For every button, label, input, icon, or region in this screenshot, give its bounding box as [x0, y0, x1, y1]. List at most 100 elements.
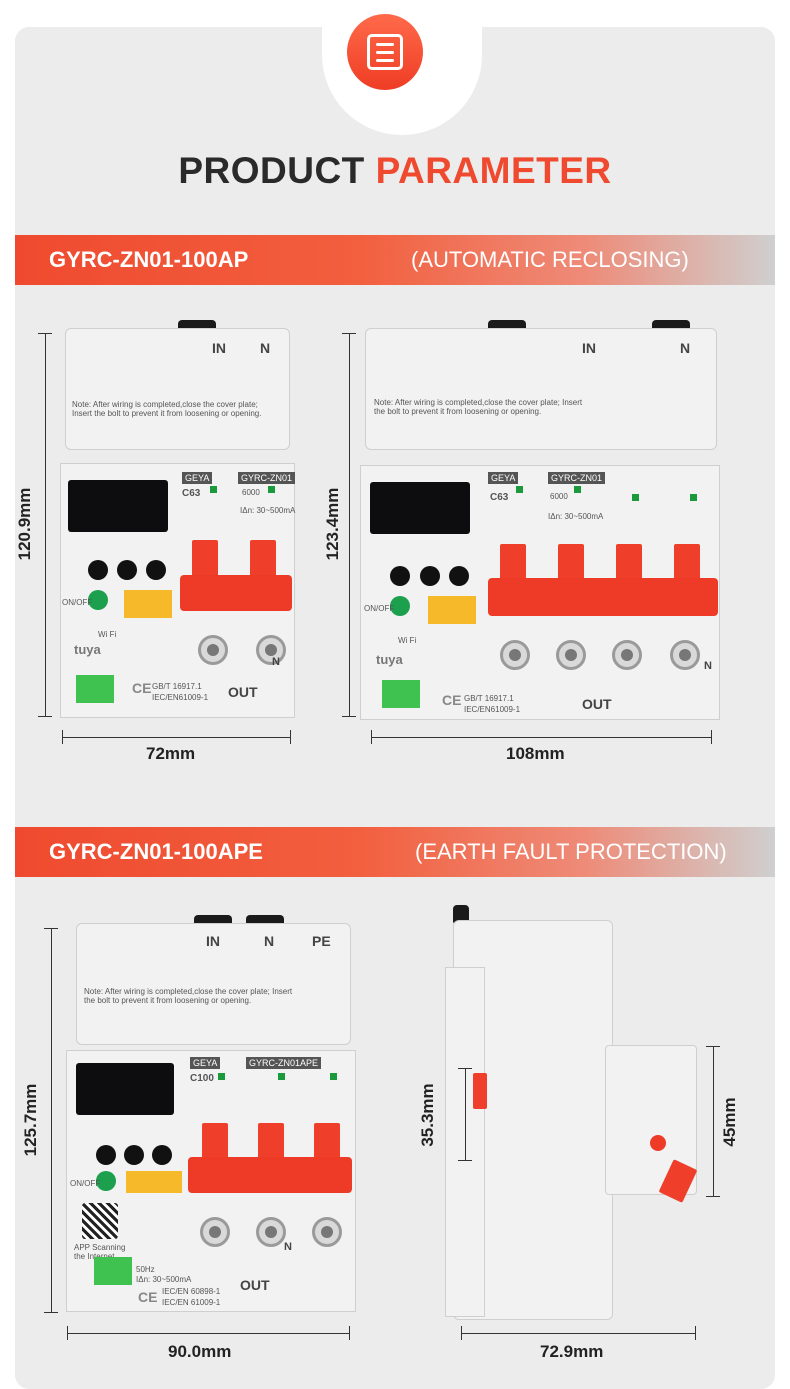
wiring-note: Note: After wiring is completed,close th…	[374, 398, 583, 416]
lcd-screen	[76, 1063, 174, 1115]
in-label: IN	[206, 933, 220, 949]
standard-pe-1: IEC/EN 60898-1	[162, 1287, 221, 1296]
ce-mark: CE	[132, 680, 152, 696]
breaker-toggle[interactable]	[314, 1123, 340, 1163]
up-button[interactable]	[420, 566, 440, 586]
out-label: OUT	[240, 1277, 270, 1293]
breaker-toggle[interactable]	[558, 544, 584, 584]
height-label: 125.7mm	[21, 1083, 40, 1157]
breaker-toggle[interactable]	[192, 540, 218, 580]
out-label: OUT	[582, 696, 612, 712]
dimension-tick	[67, 1326, 68, 1340]
menu-button[interactable]	[96, 1145, 116, 1165]
tuya-logo: tuya	[376, 652, 403, 667]
dimension-tick	[349, 1326, 350, 1340]
wiring-note: Note: After wiring is completed,close th…	[84, 987, 293, 1005]
dimension-tick	[461, 1326, 462, 1340]
tuya-logo: tuya	[74, 642, 101, 657]
menu-button[interactable]	[390, 566, 410, 586]
terminal-screw	[200, 1217, 230, 1247]
brand-label: GEYA	[182, 472, 213, 484]
menu-button[interactable]	[88, 560, 108, 580]
lcd-screen	[68, 480, 168, 532]
right-dimension-line	[713, 1046, 714, 1196]
onoff-label: ON/OFF	[62, 598, 93, 607]
breaker-toggle[interactable]	[258, 1123, 284, 1163]
power-button[interactable]	[390, 596, 410, 616]
breaker-toggle[interactable]	[250, 540, 276, 580]
brand-label: GEYA	[488, 472, 519, 484]
n-terminal-label: N	[284, 1241, 292, 1253]
breaker-toggle[interactable]	[616, 544, 642, 584]
height-dimension-line	[51, 928, 52, 1312]
top-cover	[76, 923, 351, 1045]
power-button[interactable]	[96, 1171, 116, 1191]
ce-mark: CE	[138, 1289, 158, 1305]
in-label: IN	[582, 340, 596, 356]
status-led	[210, 486, 217, 493]
width-dimension-line	[371, 737, 711, 738]
terminal-block	[94, 1257, 132, 1285]
dimension-tick	[371, 730, 372, 744]
terminal-screw	[500, 640, 530, 670]
idn-label: IΔn: 30~500mA	[240, 506, 296, 515]
status-led	[218, 1073, 225, 1080]
up-button[interactable]	[124, 1145, 144, 1165]
breaker-toggle[interactable]	[202, 1123, 228, 1163]
model-label: GYRC-ZN01	[238, 472, 296, 484]
test-tab[interactable]	[126, 1171, 182, 1193]
dimension-tick	[342, 333, 356, 334]
standard-2: IEC/EN61009-1	[464, 705, 521, 714]
n-terminal-label: N	[272, 656, 280, 668]
device-side-view	[445, 905, 705, 1325]
rating-c63: C63	[490, 492, 509, 503]
dimension-tick	[38, 716, 52, 717]
test-tab[interactable]	[124, 590, 172, 618]
width-label: 108mm	[506, 744, 565, 763]
up-button[interactable]	[117, 560, 137, 580]
status-led	[516, 486, 523, 493]
dimension-tick	[44, 1312, 58, 1313]
width-label: 72mm	[146, 744, 196, 763]
idn-label: IΔn: 30~500mA	[136, 1275, 192, 1284]
rating-6000: 6000	[550, 492, 568, 501]
width-label: 90.0mm	[168, 1342, 232, 1361]
section-banner-ape: GYRC-ZN01-100APE (EARTH FAULT PROTECTION…	[15, 827, 775, 877]
dimension-tick	[711, 730, 712, 744]
freq-label: 50Hz	[136, 1265, 155, 1274]
handle-bar[interactable]	[188, 1157, 352, 1193]
upper-dimension-line	[465, 1068, 466, 1160]
terminal-screw	[198, 635, 228, 665]
handle-bar[interactable]	[180, 575, 292, 611]
width-label: 72.9mm	[540, 1342, 604, 1361]
power-button[interactable]	[88, 590, 108, 610]
down-button[interactable]	[146, 560, 166, 580]
n-label: N	[680, 340, 691, 356]
breaker-toggle[interactable]	[674, 544, 700, 584]
rating-c63: C63	[182, 488, 201, 499]
status-led	[268, 486, 275, 493]
terminal-screw	[312, 1217, 342, 1247]
status-led	[278, 1073, 285, 1080]
handle-bar[interactable]	[488, 578, 718, 616]
wifi-label: Wi Fi	[98, 630, 117, 639]
height-dimension-line	[349, 333, 350, 716]
standard-pe-2: IEC/EN 61009-1	[162, 1298, 221, 1307]
dimension-tick	[290, 730, 291, 744]
out-label: OUT	[228, 684, 258, 700]
terminal-block	[76, 675, 114, 703]
breaker-toggle[interactable]	[500, 544, 526, 584]
brand-label: GEYA	[190, 1057, 221, 1069]
test-tab[interactable]	[428, 596, 476, 624]
test-button[interactable]	[650, 1135, 666, 1151]
section-banner-ap: GYRC-ZN01-100AP (AUTOMATIC RECLOSING)	[15, 235, 775, 285]
n-terminal-label: N	[704, 660, 712, 672]
down-button[interactable]	[152, 1145, 172, 1165]
title-part-red: PARAMETER	[375, 150, 612, 191]
height-label: 120.9mm	[15, 487, 34, 561]
down-button[interactable]	[449, 566, 469, 586]
dimension-tick	[62, 730, 63, 744]
menu-list-icon[interactable]	[347, 14, 423, 90]
terminal-screw	[556, 640, 586, 670]
qr-code	[82, 1203, 118, 1239]
